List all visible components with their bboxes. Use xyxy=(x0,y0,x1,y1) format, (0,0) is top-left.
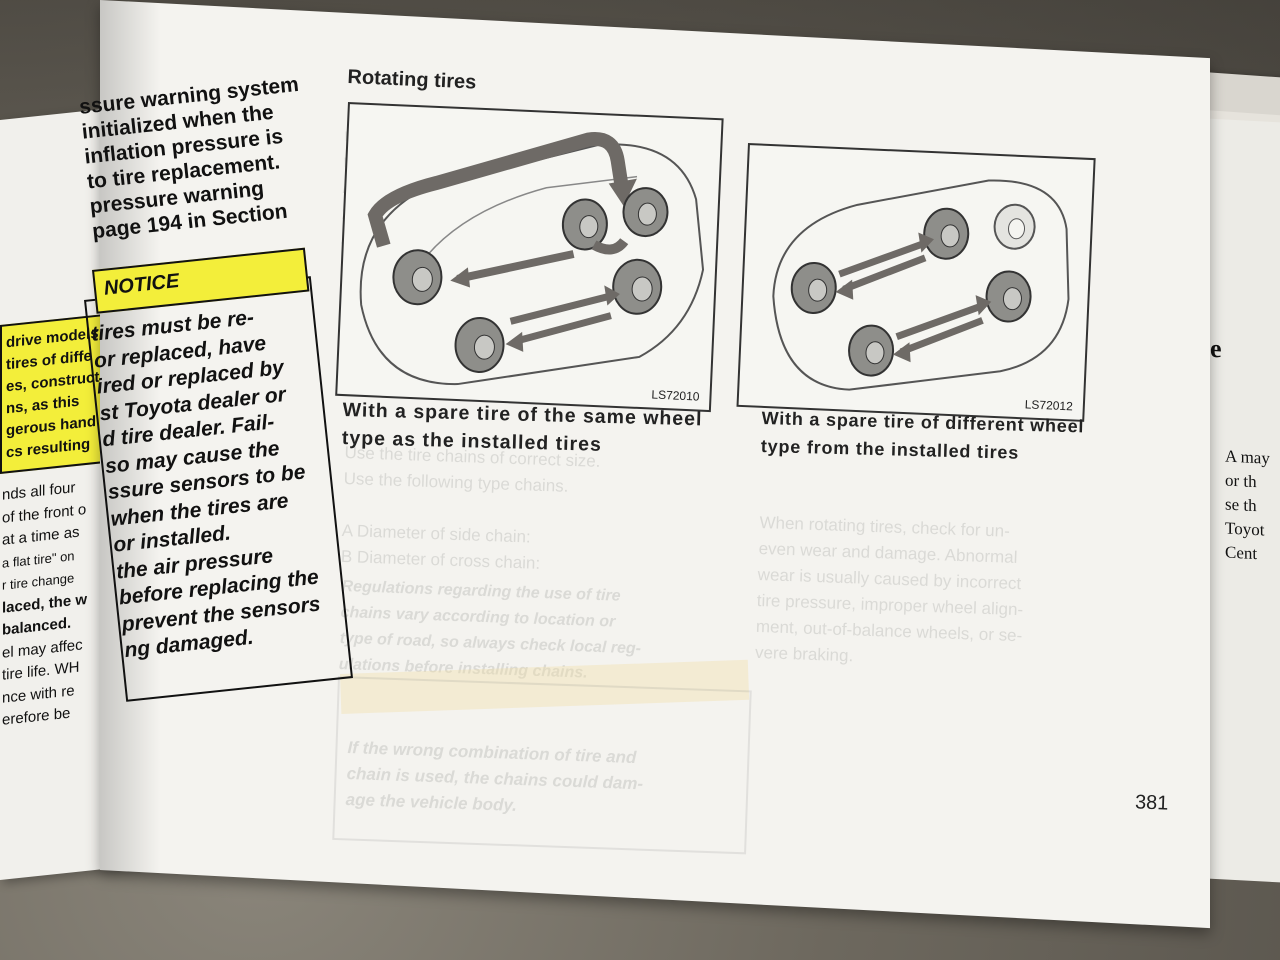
page-number: 381 xyxy=(1134,791,1169,815)
other-book-line: se th xyxy=(1225,494,1257,516)
tire-front-left xyxy=(561,198,608,251)
arrow-head xyxy=(918,232,934,253)
tire-spare xyxy=(622,187,669,238)
show-through-box xyxy=(332,676,752,855)
tire-rear-left xyxy=(392,249,443,306)
figure-caption: With a spare tire of different wheel typ… xyxy=(760,407,1085,463)
tire-spare-unused xyxy=(993,203,1036,250)
tire-rear-right xyxy=(454,316,505,373)
rotation-diagram-2 xyxy=(772,179,1070,391)
rotation-arrow-curved xyxy=(367,132,629,248)
rotation-arrow xyxy=(509,292,613,325)
rotation-arrow xyxy=(842,254,927,293)
other-book-line: A may xyxy=(1225,446,1270,468)
rotation-diagram-1 xyxy=(359,132,705,386)
notice-body: tires must be re- or replaced, have ired… xyxy=(90,301,326,665)
figure-different-wheel-rotation: LS72012 xyxy=(736,143,1096,422)
other-book-line: Toyot xyxy=(1225,518,1265,540)
other-book-heading: e xyxy=(1210,333,1222,364)
figure-id: LS72010 xyxy=(651,387,700,404)
car-outline xyxy=(359,143,705,386)
tire-rear-left xyxy=(790,262,837,315)
tpms-text-block: ssure warning system initialized when th… xyxy=(78,71,322,244)
other-book-line: or th xyxy=(1225,470,1257,492)
arrow-head xyxy=(608,178,637,207)
left-body-text: nds all four of the front o at a time as… xyxy=(2,476,87,732)
arrow-head xyxy=(604,285,620,306)
rotation-arrow-short xyxy=(591,237,629,255)
figure-same-wheel-rotation: LS72010 xyxy=(335,102,724,413)
rotation-arrow xyxy=(513,312,612,345)
other-book-line: Cent xyxy=(1225,542,1258,564)
tire-front-right xyxy=(985,270,1032,323)
figure-caption: With a spare tire of the same wheel type… xyxy=(341,398,703,456)
rotation-arrow xyxy=(899,317,984,356)
arrow-head xyxy=(450,267,471,288)
other-book-text: A may or th se th Toyot Cent xyxy=(1225,444,1270,566)
arrow-head xyxy=(892,342,911,363)
rotation-arrow xyxy=(456,250,575,283)
show-through-text: When rotating tires, check for un- even … xyxy=(754,512,1024,666)
rotation-arrow xyxy=(838,239,928,278)
tire-front-right xyxy=(612,258,663,315)
arrow-head xyxy=(975,295,992,316)
tire-rear-right xyxy=(848,324,895,377)
arrow-head xyxy=(505,331,524,352)
arrow-head xyxy=(835,279,854,300)
tire-front-left xyxy=(923,207,970,260)
car-outline xyxy=(772,179,1070,391)
notice-label: NOTICE xyxy=(102,270,181,300)
rotation-arrow xyxy=(895,302,985,340)
show-through-text: Use the tire chains of correct size. Use… xyxy=(340,442,601,573)
